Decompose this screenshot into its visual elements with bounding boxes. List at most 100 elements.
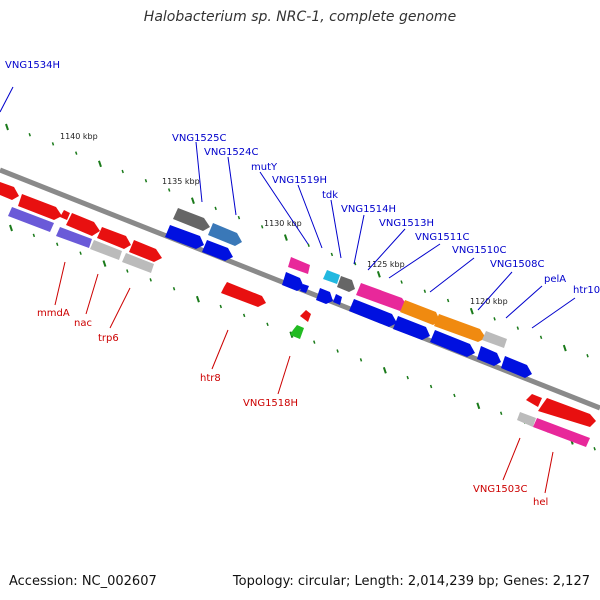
gene-label: nac <box>74 318 92 329</box>
scale-label: 1125 kbp <box>367 260 405 269</box>
scale-tick <box>98 160 102 168</box>
gene-arrow <box>300 284 309 293</box>
gene-arrow <box>129 240 162 262</box>
scale-tick <box>126 269 129 273</box>
callout-line <box>0 86 14 113</box>
scale-tick <box>446 298 450 303</box>
scale-tick <box>336 349 339 353</box>
scale-tick <box>469 307 474 315</box>
forward-genes-row2 <box>8 207 532 378</box>
scale-tick <box>476 402 481 410</box>
callout-line <box>109 287 131 329</box>
scale-tick <box>56 242 59 247</box>
gene-label: VNG1518H <box>243 398 298 409</box>
gene-arrow <box>356 283 408 311</box>
gene-arrow <box>533 418 590 447</box>
callout-line <box>505 285 543 319</box>
gene-arrow <box>482 331 507 348</box>
gene-arrow <box>90 240 122 260</box>
gene-label: htr8 <box>200 373 221 384</box>
gene-label: VNG1503C <box>473 484 528 495</box>
gene-arrow <box>430 330 475 357</box>
gene-arrow <box>282 272 304 291</box>
callout-line <box>297 184 323 249</box>
gene-arrow <box>165 225 204 249</box>
gene-arrow <box>208 223 242 246</box>
gene-label: VNG1513H <box>379 218 434 229</box>
scale-tick <box>586 354 589 358</box>
scale-tick <box>214 206 217 211</box>
scale-tick <box>144 179 148 183</box>
scale-tick <box>242 313 246 318</box>
gene-arrow <box>221 282 266 307</box>
callout-line <box>353 214 365 265</box>
scale-tick <box>353 261 357 266</box>
gene-label: VNG1525C <box>172 133 227 144</box>
gene-arrow <box>526 394 542 407</box>
gene-label: VNG1524C <box>204 147 259 158</box>
scale-label: 1130 kbp <box>264 219 302 228</box>
scale-tick <box>382 366 387 374</box>
gene-label: VNG1510C <box>452 245 507 256</box>
scale-tick <box>307 243 310 247</box>
callout-line <box>502 437 521 481</box>
gene-label: pelA <box>544 274 566 285</box>
scale-tick <box>75 151 78 155</box>
scale-tick <box>9 224 13 232</box>
gene-arrow <box>8 207 54 232</box>
scale-tick <box>283 234 288 241</box>
scale-tick <box>195 295 200 303</box>
scale-tick <box>32 233 36 238</box>
gene-arrow <box>434 314 486 342</box>
gene-arrow <box>323 270 340 284</box>
callout-line <box>330 199 342 259</box>
scale-tick <box>376 271 381 278</box>
forward-genes <box>0 182 507 348</box>
gene-arrow <box>18 194 62 220</box>
scale-tick <box>359 358 363 362</box>
gene-arrow <box>202 240 233 261</box>
scale-tick <box>260 225 264 229</box>
gene-label: VNG1511C <box>415 232 470 243</box>
callout-line <box>195 141 203 203</box>
callout-line <box>544 451 554 494</box>
gene-arrow <box>300 310 311 322</box>
gene-label: hel <box>533 497 548 508</box>
map-title: Halobacterium sp. NRC-1, complete genome <box>143 9 457 25</box>
callout-line <box>531 297 576 329</box>
gene-arrow <box>477 346 501 366</box>
scale-tick <box>102 260 107 267</box>
gene-arrow <box>349 299 397 327</box>
scale-tick <box>406 375 409 380</box>
gene-arrow <box>66 213 100 236</box>
gene-arrow <box>333 294 342 305</box>
scale-tick <box>5 123 9 131</box>
gene-arrow <box>60 210 70 220</box>
gene-arrow <box>56 227 92 248</box>
callout-line <box>54 261 66 306</box>
gene-arrow <box>290 325 304 339</box>
callout-line <box>277 355 291 395</box>
accession-text: Accession: NC_002607 <box>9 574 157 589</box>
scale-tick <box>429 384 433 389</box>
gene-label: VNG1514H <box>341 204 396 215</box>
gene-label: VNG1508C <box>490 259 545 270</box>
scale-tick <box>28 132 31 137</box>
scale-tick <box>423 289 427 294</box>
scale-tick <box>266 322 269 327</box>
gene-label: tdk <box>322 190 338 201</box>
scale-tick <box>400 280 403 284</box>
gene-arrow <box>0 182 19 200</box>
callout-line <box>477 271 513 311</box>
callout-line <box>85 273 99 315</box>
scale-tick <box>149 278 152 282</box>
scale-label: 1135 kbp <box>162 177 200 186</box>
scale-tick <box>167 188 171 192</box>
scale-tick <box>51 142 55 146</box>
gene-arrow <box>288 257 310 274</box>
gene-arrow <box>122 253 154 273</box>
scale-tick <box>313 340 316 344</box>
scale-label: 1120 kbp <box>470 297 508 306</box>
callout-line <box>227 156 237 216</box>
scale-tick <box>330 252 334 257</box>
